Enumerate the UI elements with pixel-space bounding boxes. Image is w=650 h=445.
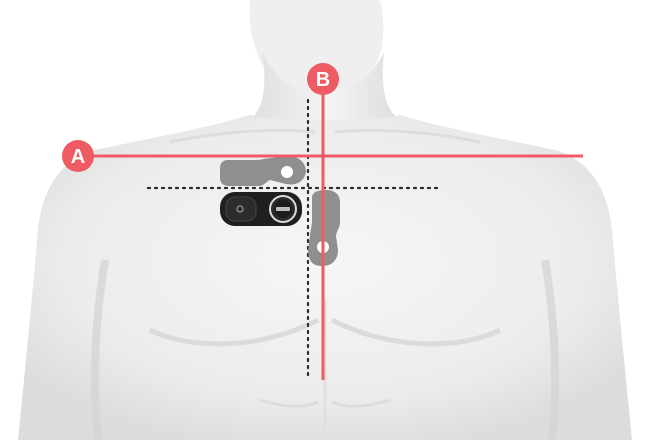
right-arm-crease [541,259,560,441]
pectoral-left [148,317,320,347]
pectoral-right [330,317,502,347]
marker-b: B [307,63,339,95]
red-guides [78,80,583,380]
abdomen-left [259,398,319,408]
dotted-guides [146,98,442,382]
marker-a-label: A [71,146,85,168]
marker-a: A [62,140,94,172]
patch-outline-horizontal-icon [220,156,306,186]
marker-b-label: B [316,69,330,91]
neck [250,52,400,120]
left-arm-crease [90,259,109,441]
abdomen-right [331,398,391,408]
clavicle-right [334,128,481,144]
ecg-patch-device-icon [220,192,302,226]
torso [18,115,632,440]
head [249,0,384,94]
torso-illustration [18,0,632,441]
clavicle-left [169,128,316,144]
